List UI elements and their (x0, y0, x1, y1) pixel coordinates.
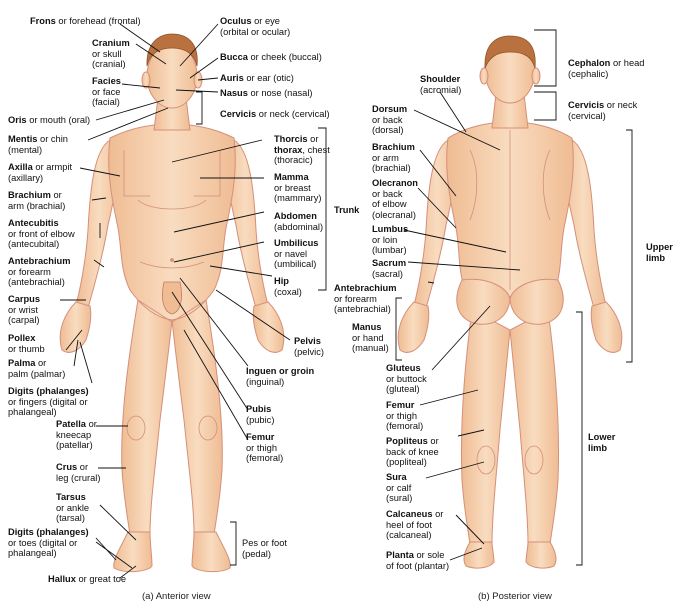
label-digits-hand: Digits (phalanges)or fingers (digital or… (8, 386, 89, 418)
label-inguen: Inguen or groin(inguinal) (246, 366, 315, 387)
anterior-hair (146, 33, 198, 67)
label-oculus: Oculus or eye(orbital or ocular) (220, 16, 291, 37)
label-shoulder: Shoulder(acromial) (420, 74, 462, 95)
label-oris: Oris or mouth (oral) (8, 115, 91, 125)
anterior-region-lines (123, 150, 221, 441)
caption-anterior: (a) Anterior view (142, 591, 211, 602)
label-cephalon: Cephalon or head(cephalic) (568, 58, 645, 79)
label-axilla: Axilla or armpit(axillary) (8, 162, 73, 183)
label-nasus: Nasus or nose (nasal) (220, 88, 313, 98)
label-bucca: Bucca or cheek (buccal) (220, 52, 322, 62)
anterior-figure (59, 43, 285, 573)
label-cervicis-anterior: Cervicis or neck (cervical) (220, 109, 330, 119)
region-brackets (196, 29, 633, 566)
label-hallux: Hallux or great toe (48, 574, 127, 584)
label-frons: Frons or forehead (frontal) (30, 16, 141, 26)
label-sacrum: Sacrum(sacral) (372, 258, 407, 279)
posterior-region-lines (469, 130, 551, 475)
label-mentis: Mentis or chin(mental) (8, 134, 68, 155)
label-trunk: Trunk (334, 205, 360, 215)
label-auris: Auris or ear (otic) (220, 73, 294, 83)
label-pes: Pes or foot(pedal) (242, 538, 287, 559)
posterior-hair (484, 35, 536, 69)
label-abdomen: Abdomen(abdominal) (274, 211, 324, 232)
caption-posterior: (b) Posterior view (478, 591, 552, 602)
label-pubis: Pubis(pubic) (246, 404, 275, 425)
label-hip: Hip(coxal) (274, 276, 302, 297)
leader-lines (60, 23, 521, 579)
anterior-genital-region (162, 281, 182, 315)
label-pelvis: Pelvis(pelvic) (294, 336, 324, 357)
label-cervicis-posterior: Cervicis or neck(cervical) (568, 100, 638, 121)
